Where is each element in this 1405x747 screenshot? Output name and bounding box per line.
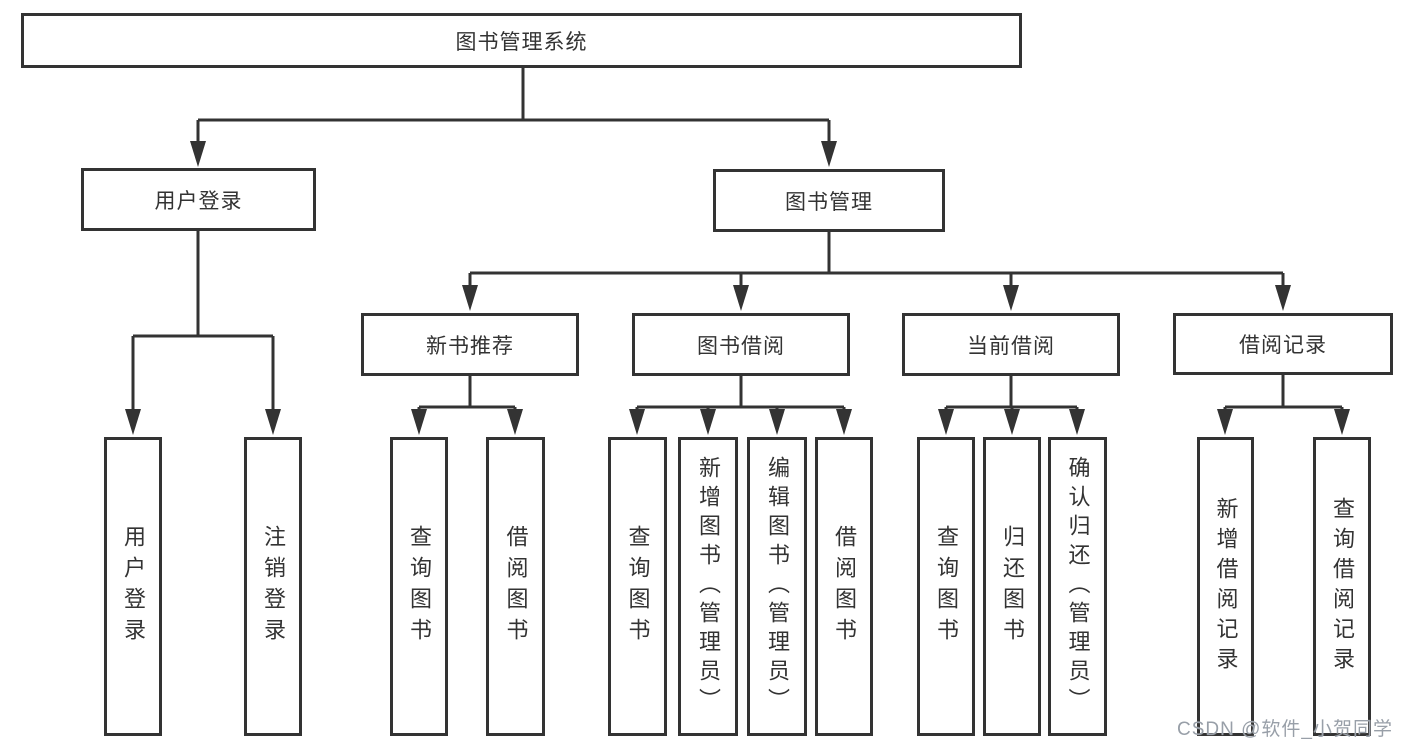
leaf-add-books-admin-label: 新增图书（管理员） <box>696 456 721 717</box>
connector-borrow-records-branch <box>1217 375 1350 435</box>
leaf-user-login: 用户登录 <box>104 437 162 736</box>
leaf-query-borrow-record: 查询借阅记录 <box>1313 437 1371 736</box>
leaf-add-borrow-record-label: 新增借阅记录 <box>1213 496 1239 677</box>
node-borrow-records-label: 借阅记录 <box>1239 334 1327 357</box>
node-book-borrow-label: 图书借阅 <box>697 334 785 358</box>
node-book-borrow: 图书借阅 <box>632 313 850 376</box>
node-book-management-label: 图书管理 <box>785 190 873 214</box>
leaf-query-books-borrow: 查询图书 <box>608 437 667 736</box>
node-current-borrow: 当前借阅 <box>902 313 1120 376</box>
leaf-borrow-books: 借阅图书 <box>815 437 873 736</box>
leaf-logout: 注销登录 <box>244 437 302 736</box>
leaf-add-books-admin: 新增图书（管理员） <box>678 437 738 736</box>
node-current-borrow-label: 当前借阅 <box>967 334 1055 358</box>
leaf-borrow-books-recommend-label: 借阅图书 <box>503 524 529 649</box>
leaf-add-borrow-record: 新增借阅记录 <box>1197 437 1254 736</box>
leaf-confirm-return-admin-label: 确认归还（管理员） <box>1065 456 1091 717</box>
leaf-query-books-recommend: 查询图书 <box>390 437 448 736</box>
connector-user-login-branch <box>125 231 281 435</box>
leaf-query-borrow-record-label: 查询借阅记录 <box>1330 496 1355 677</box>
leaf-borrow-books-label: 借阅图书 <box>832 524 857 649</box>
leaf-query-books-borrow-label: 查询图书 <box>625 524 651 649</box>
leaf-return-books: 归还图书 <box>983 437 1041 736</box>
node-user-login-label: 用户登录 <box>154 189 243 213</box>
leaf-edit-books-admin: 编辑图书（管理员） <box>747 437 807 736</box>
connector-current-borrow-branch <box>938 376 1085 435</box>
node-new-book-recommend-label: 新书推荐 <box>426 334 514 358</box>
leaf-query-books-recommend-label: 查询图书 <box>407 524 432 649</box>
connector-book-borrow-branch <box>629 376 852 435</box>
leaf-logout-label: 注销登录 <box>261 524 286 649</box>
leaf-borrow-books-recommend: 借阅图书 <box>486 437 545 736</box>
leaf-edit-books-admin-label: 编辑图书（管理员） <box>765 456 790 717</box>
leaf-confirm-return-admin: 确认归还（管理员） <box>1048 437 1107 736</box>
leaf-return-books-label: 归还图书 <box>1000 524 1025 649</box>
connector-new-book-branch <box>411 376 523 435</box>
leaf-query-books-current-label: 查询图书 <box>934 524 959 649</box>
node-root-label: 图书管理系统 <box>455 30 588 54</box>
node-root-library-system: 图书管理系统 <box>21 13 1022 68</box>
node-borrow-records: 借阅记录 <box>1173 313 1393 375</box>
node-new-book-recommend: 新书推荐 <box>361 313 579 376</box>
csdn-watermark: CSDN @软件_小贺同学 <box>1177 719 1393 740</box>
connector-book-management-branch <box>462 232 1291 311</box>
node-user-login: 用户登录 <box>81 168 316 231</box>
node-book-management: 图书管理 <box>713 169 945 232</box>
connector-root-to-level2 <box>190 68 837 167</box>
leaf-query-books-current: 查询图书 <box>917 437 975 736</box>
leaf-user-login-label: 用户登录 <box>121 524 146 649</box>
